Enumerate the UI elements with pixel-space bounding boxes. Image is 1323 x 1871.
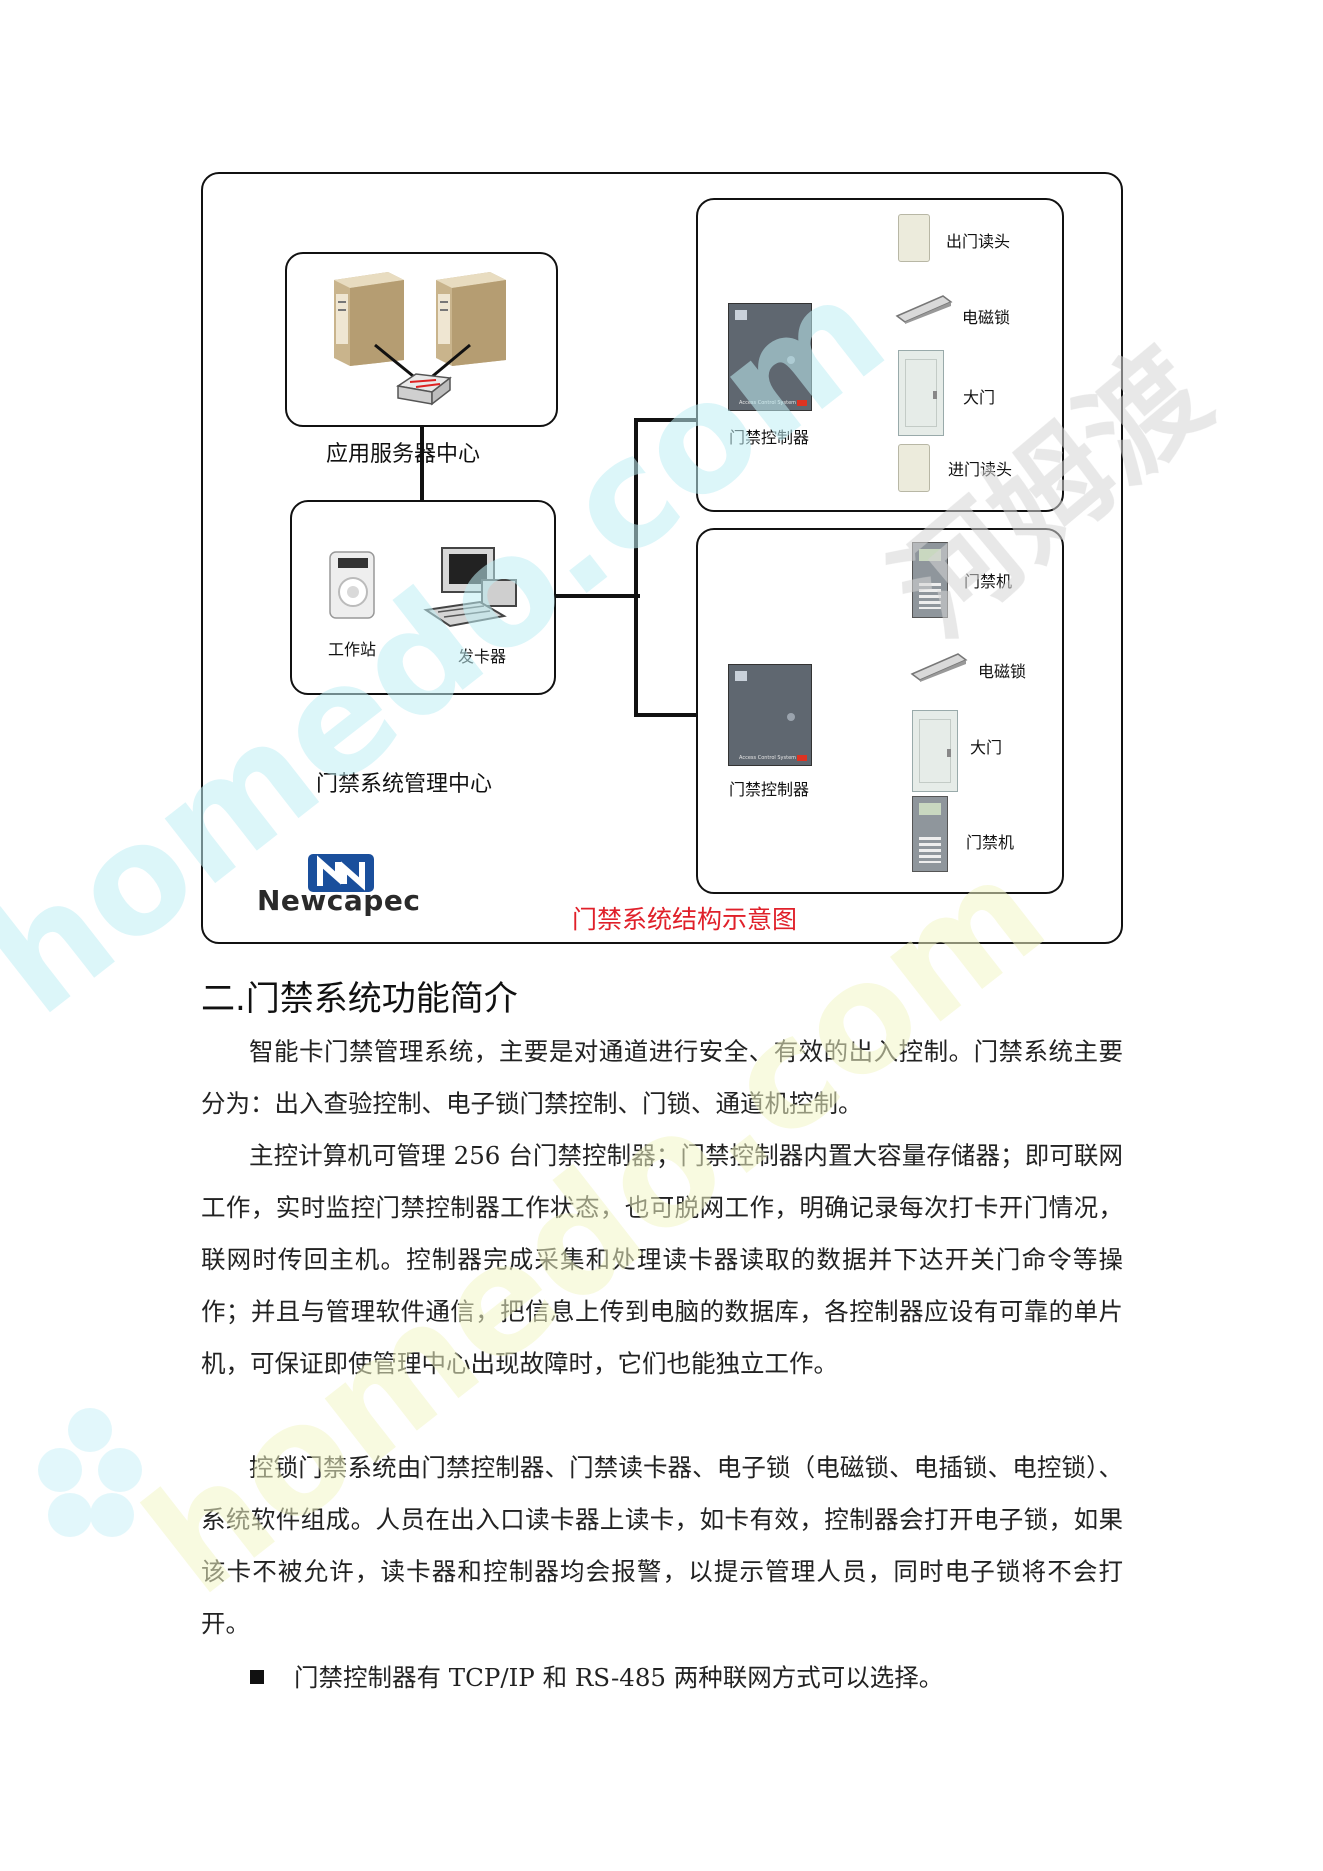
access-terminal-icon	[912, 796, 948, 872]
section-heading: 二.门禁系统功能简介	[201, 979, 518, 1019]
door-icon	[898, 350, 944, 436]
bullet-square-icon	[250, 1670, 264, 1684]
logo-text: Newcapec	[257, 884, 421, 917]
door-icon	[912, 710, 958, 792]
workstation-label: 工作站	[328, 640, 377, 659]
entry-card-reader-icon	[898, 444, 930, 492]
computer-icon	[423, 547, 517, 628]
paragraph: 控锁门禁系统由门禁控制器、门禁读卡器、电子锁（电磁锁、电插锁、电控锁）、系统软件…	[201, 1453, 1123, 1638]
server-tower-icon	[334, 272, 404, 366]
card-issuer-label: 发卡器	[458, 647, 507, 666]
mgmt-center-label: 门禁系统管理中心	[316, 772, 493, 797]
diagram-wiring	[420, 236, 912, 845]
device-label: 电磁锁	[978, 662, 1027, 681]
server-tower-icon	[436, 272, 506, 366]
server-center-label: 应用服务器中心	[326, 442, 481, 467]
workstation-reader-icon	[329, 551, 375, 619]
magnetic-lock-icon	[910, 653, 968, 682]
access-controller-panel: Access Control System	[728, 664, 812, 766]
exit-card-reader-icon	[898, 214, 930, 262]
magnetic-lock-icon	[895, 295, 953, 324]
device-label: 出门读头	[946, 232, 1011, 251]
device-label: 大门	[970, 738, 1003, 757]
watermark-flower-icon	[38, 1408, 142, 1537]
bullet-item: 门禁控制器有 TCP/IP 和 RS-485 两种联网方式可以选择。	[250, 1658, 943, 1698]
newcapec-logo-icon	[308, 854, 374, 892]
device-label: 大门	[963, 388, 996, 407]
network-links	[374, 343, 471, 382]
paragraph: 智能卡门禁管理系统，主要是对通道进行安全、有效的出入控制。门禁系统主要分为：出入…	[201, 1037, 1123, 1118]
controller-label-top: 门禁控制器	[729, 428, 810, 447]
access-terminal-icon	[912, 542, 948, 618]
device-label: 进门读头	[948, 460, 1013, 479]
diagram-caption: 门禁系统结构示意图	[572, 905, 798, 934]
access-controller-panel: Access Control System	[728, 303, 812, 411]
network-switch-icon	[396, 373, 452, 406]
bullet-text: 门禁控制器有 TCP/IP 和 RS-485 两种联网方式可以选择。	[294, 1663, 944, 1692]
controller-label-bottom: 门禁控制器	[729, 780, 810, 799]
device-label: 门禁机	[964, 572, 1013, 591]
device-label: 门禁机	[966, 833, 1015, 852]
device-label: 电磁锁	[962, 308, 1011, 327]
paragraph: 主控计算机可管理 256 台门禁控制器；门禁控制器内置大容量存储器；即可联网工作…	[201, 1141, 1123, 1378]
